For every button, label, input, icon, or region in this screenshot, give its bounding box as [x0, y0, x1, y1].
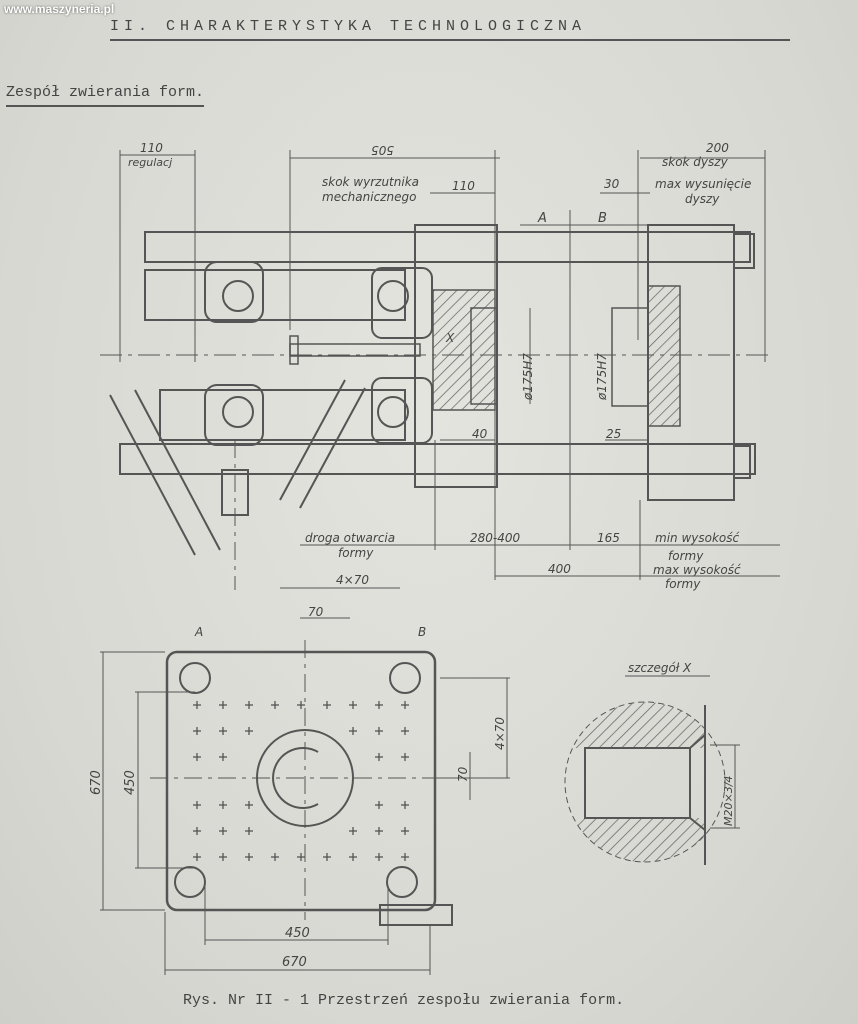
label-mechanicznego: mechanicznego — [322, 190, 416, 204]
label-A: A — [537, 211, 547, 226]
dim-280-400: 280-400 — [470, 531, 521, 545]
dim-70: 70 — [308, 605, 324, 619]
label-max-wysuniecie: max wysunięcie — [655, 177, 751, 191]
dim-670-vertical: 670 — [89, 770, 104, 795]
label-formy-3: formy — [665, 577, 701, 591]
section-title: Zespół zwierania form. — [6, 84, 205, 107]
label-min-wysokosc: min wysokość — [655, 531, 739, 545]
platen-face-drawing — [100, 640, 510, 975]
dim-450-vertical: 450 — [123, 770, 138, 795]
label-bottom-B: B — [418, 625, 426, 639]
dim-200: 200 — [706, 141, 729, 155]
clamping-unit-drawing — [100, 150, 780, 619]
label-max-wysokosc: max wysokość — [653, 563, 741, 577]
dim-110-regulacja: 110 — [140, 141, 163, 155]
dim-165: 165 — [597, 531, 620, 545]
dim-450-horizontal: 450 — [285, 926, 310, 941]
label-bottom-A: A — [194, 625, 203, 639]
detail-x-drawing — [564, 675, 740, 865]
label-szczegol-x: szczegół X — [628, 661, 692, 675]
dim-4x70-vertical: 4×70 — [493, 717, 507, 750]
dim-thread: M20×3/4 — [722, 776, 735, 826]
label-skok-dyszy: skok dyszy — [662, 155, 729, 169]
label-droga-otwarcia: droga otwarcia — [305, 531, 395, 545]
page-title: II. CHARAKTERYSTYKA TECHNOLOGICZNA — [110, 18, 790, 41]
figure-caption: Rys. Nr II - 1 Przestrzeń zespołu zwiera… — [183, 992, 625, 1009]
dim-400: 400 — [548, 562, 571, 576]
label-detail-x: X — [445, 331, 455, 345]
dim-670-horizontal: 670 — [282, 955, 307, 970]
label-regulacja: regulacj — [128, 156, 173, 169]
dim-70-vertical: 70 — [456, 766, 470, 782]
dim-40: 40 — [472, 427, 488, 441]
label-formy-1: formy — [338, 546, 374, 560]
dim-diameter-175-right: ø175H7 — [595, 353, 609, 401]
dim-25: 25 — [606, 427, 621, 441]
label-B: B — [598, 211, 607, 226]
dim-4x70: 4×70 — [336, 573, 369, 587]
watermark: www.maszyneria.pl — [4, 2, 115, 16]
dim-505: 505 — [371, 143, 394, 157]
dim-30: 30 — [604, 177, 620, 191]
dim-110: 110 — [452, 179, 475, 193]
label-skok-wyrzutnika: skok wyrzutnika — [322, 175, 419, 189]
label-formy-2: formy — [668, 549, 704, 563]
label-dyszy: dyszy — [685, 192, 720, 206]
dim-diameter-175-left: ø175H7 — [521, 353, 535, 401]
